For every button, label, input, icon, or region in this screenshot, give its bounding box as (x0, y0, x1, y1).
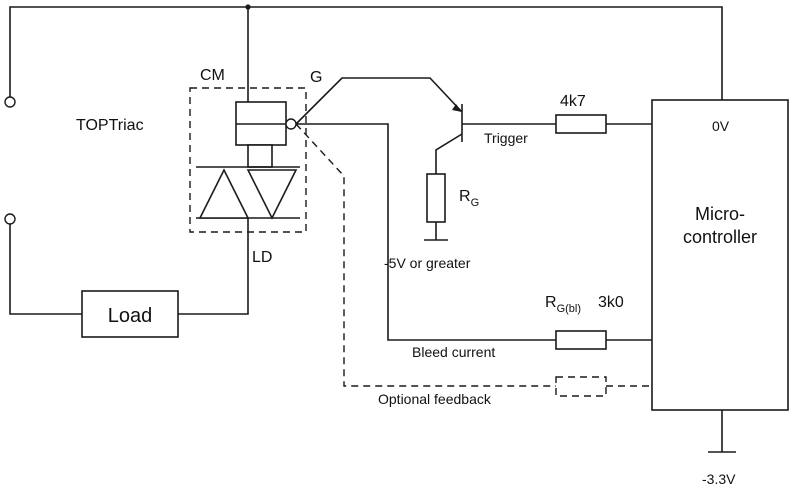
connection-block (247, 144, 273, 168)
load-ld-wire (178, 232, 249, 315)
triac-left-triangle (198, 168, 250, 219)
neg5v-label: -5V or greater (384, 255, 471, 271)
trigger-label: Trigger (484, 130, 528, 146)
feedback-wire (295, 123, 556, 387)
transistor-emitter (435, 133, 463, 174)
r3k0-label: 3k0 (598, 294, 624, 311)
gate-trigger-wire (295, 77, 463, 125)
load-label: Load (108, 305, 153, 327)
rg-label-sub: G (471, 197, 480, 209)
mains-terminal-bottom (4, 213, 16, 225)
mains-terminal-top (4, 96, 16, 108)
rg-resistor (426, 173, 446, 223)
rg-label: RG (459, 188, 479, 209)
triac-right-triangle (246, 169, 298, 220)
microcontroller-box (651, 99, 789, 411)
bleed-wire (296, 123, 556, 341)
ld-label: LD (252, 249, 272, 266)
transistor-arrow (452, 104, 462, 112)
cm-label: CM (200, 67, 225, 84)
resistor-3k0 (555, 330, 607, 350)
toptriac-label: TOPTriac (76, 117, 144, 134)
zero-v-label: 0V (712, 118, 730, 134)
feedback-resistor (555, 376, 607, 397)
r4k7-label: 4k7 (560, 93, 586, 110)
rgbl-label-sub: G(bl) (557, 303, 581, 315)
mcu-label-line2: controller (683, 227, 757, 247)
gate-terminal (285, 118, 297, 130)
rgbl-label: RG(bl) (545, 294, 581, 315)
neg33v-label: -3.3V (702, 471, 736, 487)
g-label: G (310, 69, 322, 86)
top-rail-wire (9, 6, 723, 100)
feedback-label: Optional feedback (378, 391, 492, 407)
rg-label-main: R (459, 188, 471, 205)
bleed-label: Bleed current (412, 344, 495, 360)
resistor-4k7 (555, 114, 607, 134)
mains-load-wire (9, 224, 82, 315)
rgbl-label-main: R (545, 294, 557, 311)
mcu-label-line1: Micro- (695, 204, 745, 224)
